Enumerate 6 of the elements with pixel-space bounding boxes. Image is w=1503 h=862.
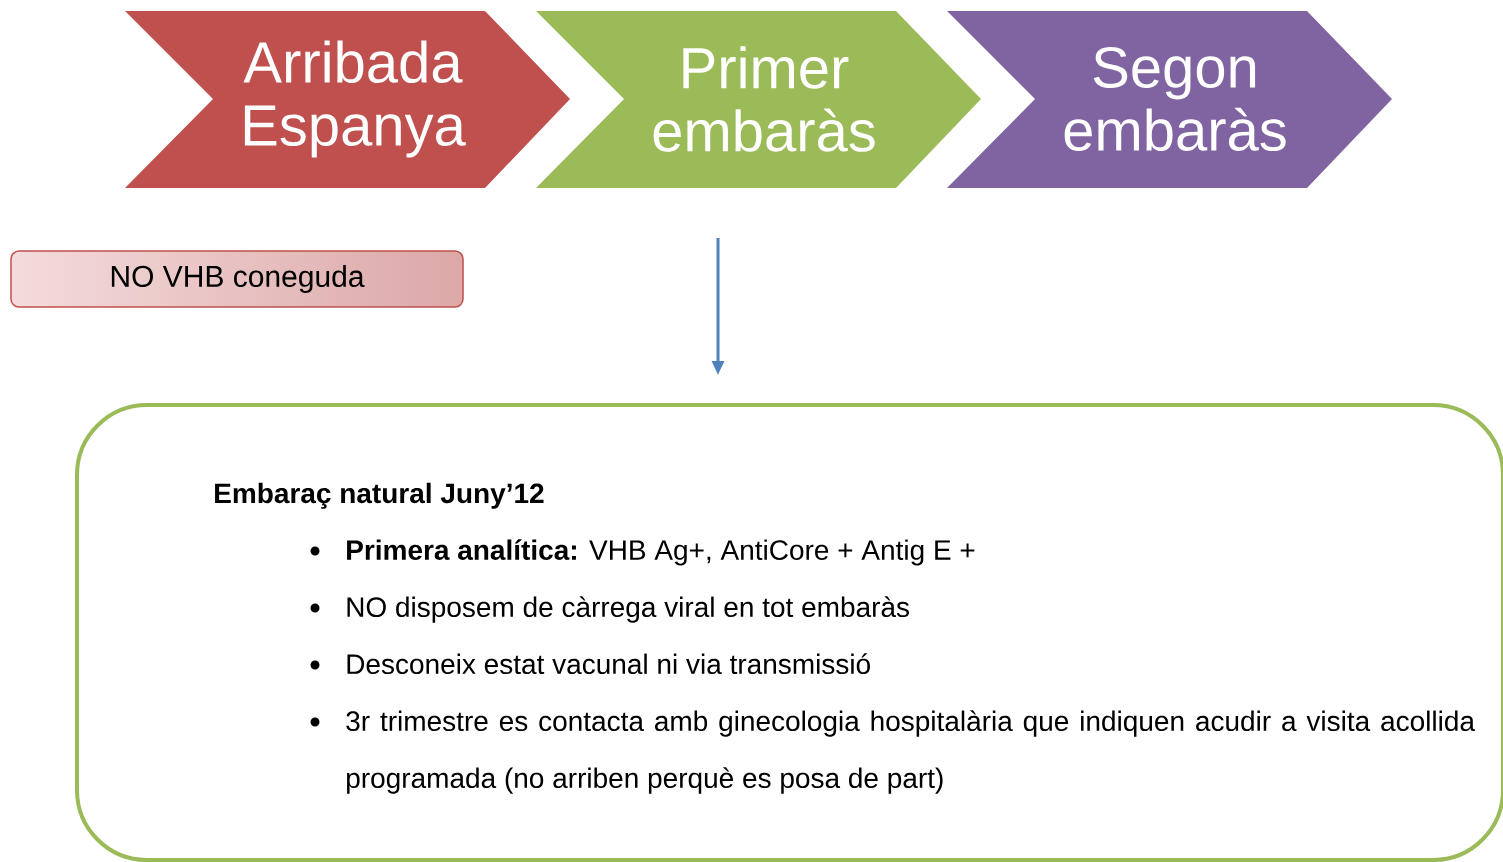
- bullet-item: Primera analítica: VHB Ag+, AntiCore + Antig E +: [310, 539, 975, 566]
- bullet-item: NO disposem de càrrega viral en tot embaràs: [310, 596, 909, 623]
- bullet-item: 3r trimestre es contacta amb ginecologia hospitalària que indiquen acudir a visita acollida programada (no arriben perquè es posa de part): [310, 710, 1475, 794]
- status-box: NO VHB coneguda: [10, 250, 464, 308]
- bullet-item: Desconeix estat vacunal ni via transmissió: [310, 653, 870, 675]
- heading-text: Embaraç natural Juny’12: [215, 482, 544, 509]
